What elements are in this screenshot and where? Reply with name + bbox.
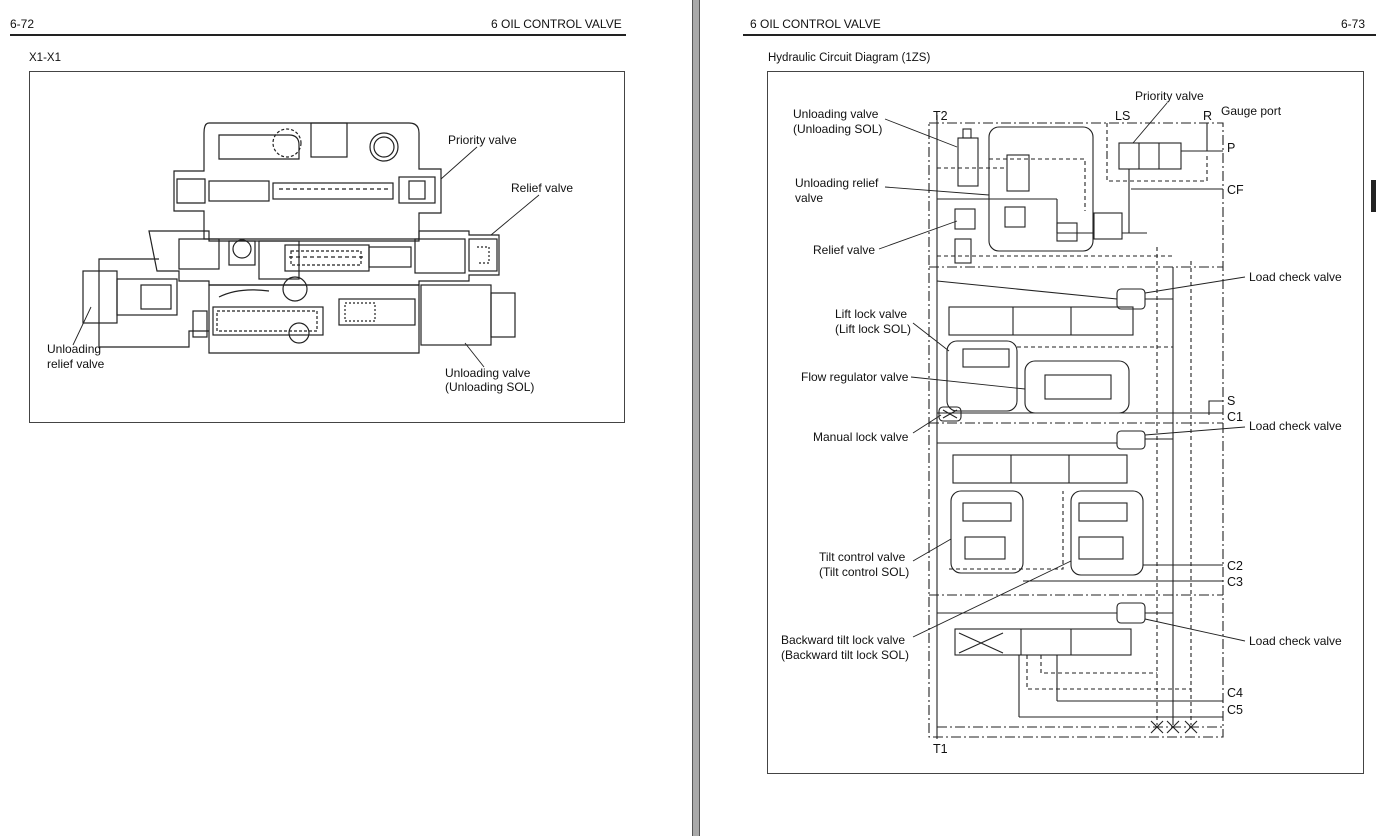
tilt-control-valve-box xyxy=(950,490,1024,574)
callout-lift-lock-1: Lift lock valve xyxy=(835,307,907,321)
port-c5: C5 xyxy=(1227,703,1243,717)
page-number: 6-73 xyxy=(1341,17,1366,31)
figure-caption: Hydraulic Circuit Diagram (1ZS) xyxy=(768,52,931,64)
port-c4: C4 xyxy=(1227,686,1243,700)
lift-lock-valve-box xyxy=(946,340,1018,412)
callout-manual-lock: Manual lock valve xyxy=(813,430,909,444)
circuit-boundary xyxy=(928,122,1224,738)
port-c2: C2 xyxy=(1227,559,1243,573)
callout-unloading-valve-1: Unloading valve xyxy=(793,107,879,121)
callout-unloading-valve-2: (Unloading SOL) xyxy=(445,380,534,394)
callout-leaders xyxy=(72,146,540,368)
callout-leaders xyxy=(878,102,1246,642)
callout-unloading-relief-2: valve xyxy=(795,191,823,205)
section-title: 6 OIL CONTROL VALVE xyxy=(750,17,881,31)
callout-priority-valve: Priority valve xyxy=(1135,89,1204,103)
callout-backward-tilt-2: (Backward tilt lock SOL) xyxy=(781,648,909,662)
figure-frame xyxy=(29,71,625,423)
port-cf: CF xyxy=(1227,183,1244,197)
port-labels: T2 LS R P CF S C1 C2 C3 C4 C5 T1 xyxy=(933,109,1244,756)
header-rule xyxy=(743,34,1376,36)
callout-flow-regulator: Flow regulator valve xyxy=(801,370,909,384)
port-t1: T1 xyxy=(933,742,948,756)
callout-unloading-valve-1: Unloading valve xyxy=(445,366,531,380)
page-gutter xyxy=(692,0,700,836)
callout-tilt-control-2: (Tilt control SOL) xyxy=(819,565,909,579)
valve-body-outline xyxy=(82,122,516,354)
lift-spool xyxy=(948,306,1134,336)
callout-relief-valve: Relief valve xyxy=(511,181,573,195)
callout-unloading-valve-2: (Unloading SOL) xyxy=(793,122,882,136)
port-c3: C3 xyxy=(1227,575,1243,589)
backward-tilt-spool xyxy=(954,628,1132,656)
figure-frame xyxy=(767,71,1364,774)
hydraulic-circuit-diagram: Unloading valve (Unloading SOL) Unloadin… xyxy=(781,89,1342,756)
port-s: S xyxy=(1227,394,1235,408)
tilt-spool-bank xyxy=(952,454,1128,484)
load-check-valve-box-1 xyxy=(1116,288,1146,310)
callout-unloading-relief-1: Unloading xyxy=(47,342,101,356)
section-title: 6 OIL CONTROL VALVE xyxy=(491,17,622,31)
backward-tilt-lock-box xyxy=(1070,490,1144,576)
unloading-relief-block xyxy=(988,126,1094,252)
callout-lift-lock-2: (Lift lock SOL) xyxy=(835,322,911,336)
manual-lock-valve-box xyxy=(938,406,962,422)
port-r: R xyxy=(1203,109,1212,123)
valve-cross-section-drawing: Priority valve Relief valve Unloading re… xyxy=(47,122,573,394)
left-page: 6-72 6 OIL CONTROL VALVE X1-X1 xyxy=(10,17,626,423)
figure-caption: X1-X1 xyxy=(29,52,61,64)
port-c1: C1 xyxy=(1227,410,1243,424)
callout-labels: Priority valve Relief valve Unloading re… xyxy=(47,133,573,394)
callout-backward-tilt-1: Backward tilt lock valve xyxy=(781,633,905,647)
callout-load-check-3: Load check valve xyxy=(1249,634,1342,648)
port-ls: LS xyxy=(1115,109,1130,123)
callout-labels: Unloading valve (Unloading SOL) Unloadin… xyxy=(781,89,1342,662)
priority-valve-symbol xyxy=(1118,142,1182,170)
callout-unloading-relief-1: Unloading relief xyxy=(795,176,879,190)
callout-unloading-relief-2: relief valve xyxy=(47,357,105,371)
port-p: P xyxy=(1227,141,1235,155)
right-page: 6 OIL CONTROL VALVE 6-73 Hydraulic Circu… xyxy=(700,0,1376,836)
callout-load-check-2: Load check valve xyxy=(1249,419,1342,433)
callout-tilt-control-1: Tilt control valve xyxy=(819,550,906,564)
load-check-valve-box-3 xyxy=(1116,602,1146,624)
callout-relief-valve: Relief valve xyxy=(813,243,875,257)
section-tab-marker xyxy=(1371,180,1376,212)
port-t2: T2 xyxy=(933,109,948,123)
callout-load-check-1: Load check valve xyxy=(1249,270,1342,284)
page-number: 6-72 xyxy=(10,17,35,31)
callout-priority-valve: Priority valve xyxy=(448,133,517,147)
load-check-valve-box-2 xyxy=(1116,430,1146,450)
header-rule xyxy=(10,34,626,36)
flow-regulator-box xyxy=(1024,360,1130,414)
callout-gauge-port: Gauge port xyxy=(1221,104,1282,118)
